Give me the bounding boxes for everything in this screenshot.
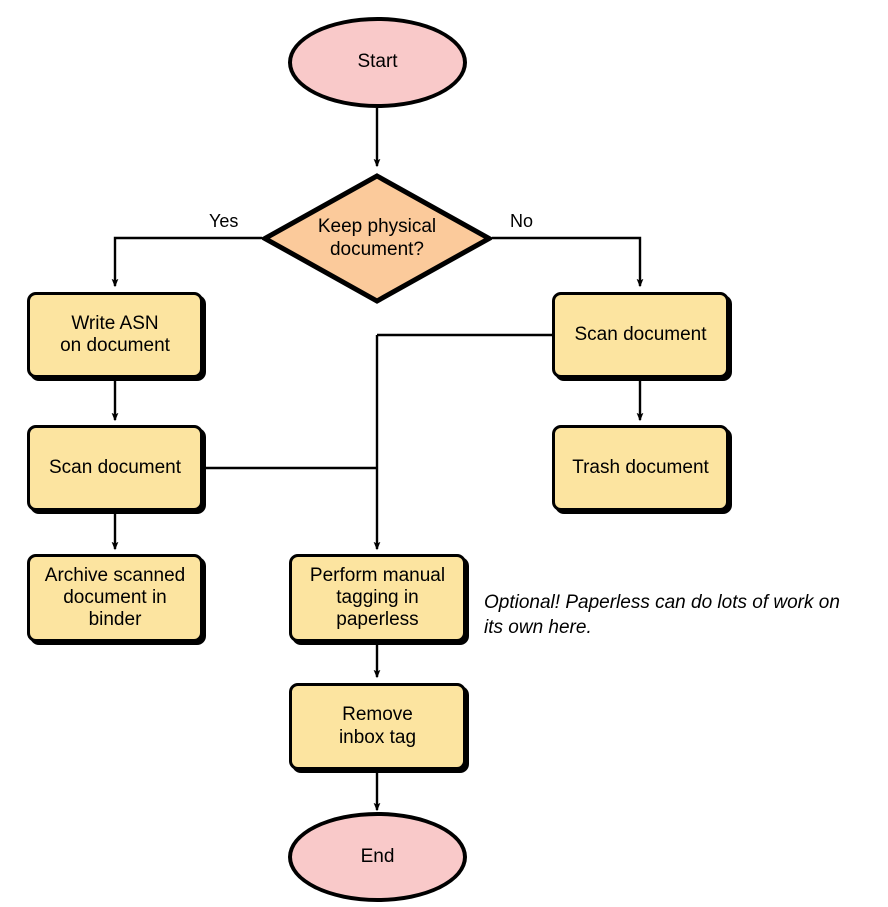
node-manual-tagging-label: Perform manual tagging in paperless — [309, 564, 446, 631]
node-perform-manual-tagging[interactable]: Perform manual tagging in paperless — [289, 554, 466, 642]
node-archive-label: Archive scanned document in binder — [44, 564, 186, 631]
annotation-optional-note: Optional! Paperless can do lots of work … — [484, 592, 840, 639]
node-end[interactable]: End — [288, 812, 467, 902]
diamond-shape — [262, 173, 492, 304]
node-trash-document[interactable]: Trash document — [552, 425, 729, 511]
node-end-label: End — [360, 845, 395, 867]
node-decision-keep-physical-document[interactable]: Keep physical document? — [262, 173, 492, 304]
node-write-asn-on-document[interactable]: Write ASN on document — [27, 292, 203, 378]
node-start-label: Start — [357, 51, 398, 73]
edge-decision-yes-to-write-asn — [111, 236, 262, 288]
node-scan-document-left-label: Scan document — [48, 456, 182, 478]
node-trash-document-label: Trash document — [572, 456, 709, 478]
node-scan-document-right[interactable]: Scan document — [552, 292, 729, 378]
node-remove-inbox-tag[interactable]: Remove inbox tag — [289, 683, 466, 770]
node-scan-document-left[interactable]: Scan document — [27, 425, 203, 511]
node-write-asn-label: Write ASN on document — [60, 312, 170, 356]
edge-label-no: No — [510, 211, 534, 231]
node-start[interactable]: Start — [288, 17, 467, 108]
edge-label-yes: Yes — [209, 211, 239, 231]
node-remove-inbox-tag-label: Remove inbox tag — [338, 704, 417, 748]
node-archive-scanned-document[interactable]: Archive scanned document in binder — [27, 554, 203, 642]
node-scan-document-right-label: Scan document — [574, 323, 707, 345]
edge-decision-no-to-scan-right — [492, 236, 644, 288]
node-decision-label: Keep physical document? — [317, 216, 437, 260]
